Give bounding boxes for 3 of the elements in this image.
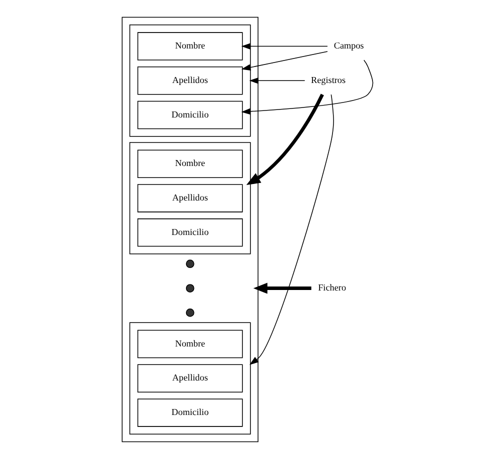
node-text: Campos — [333, 40, 364, 51]
node-text: Fichero — [318, 282, 346, 293]
node-text: Registros — [310, 75, 346, 86]
